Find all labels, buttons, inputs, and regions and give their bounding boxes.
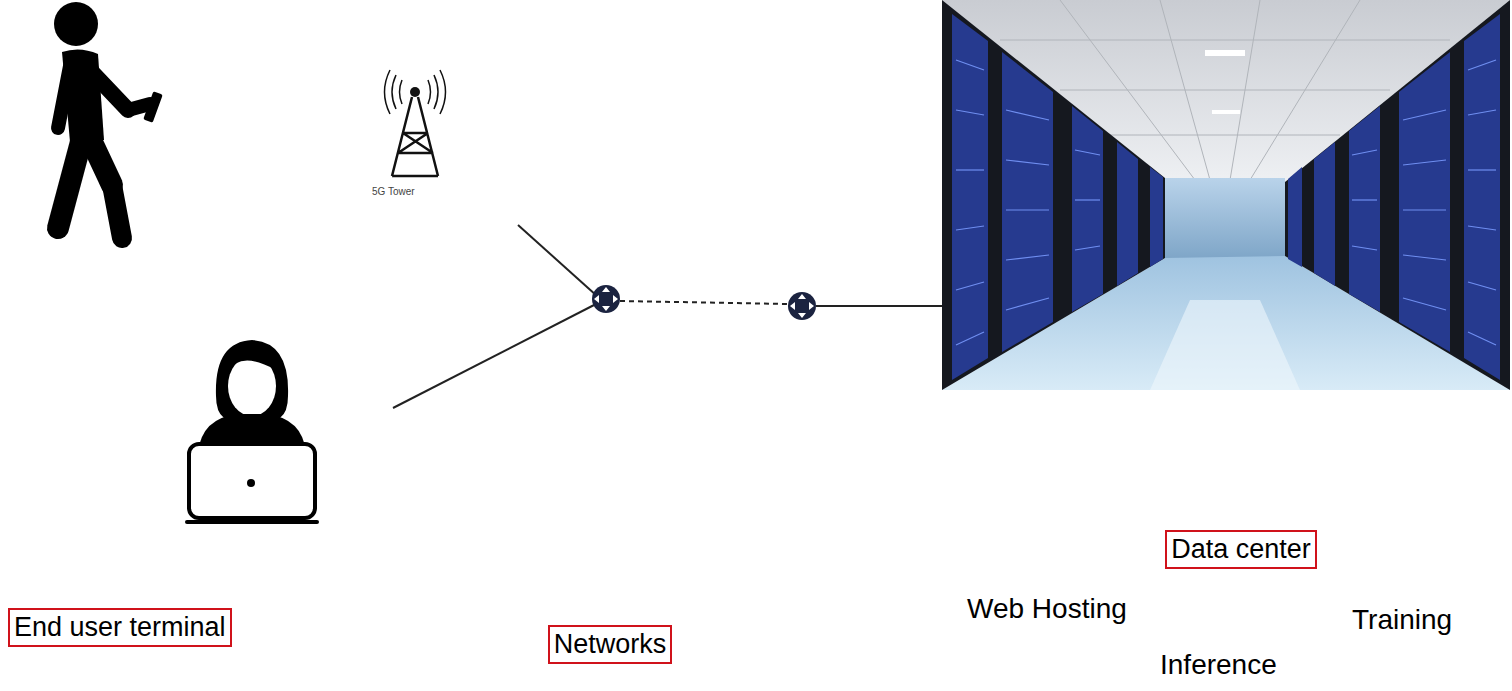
- workload-label: Inference: [1160, 648, 1277, 682]
- section-box: End user terminal: [8, 608, 232, 647]
- workload-label: Web Hosting: [967, 592, 1127, 626]
- data-center-image: [942, 0, 1510, 390]
- walking-person: [54, 2, 163, 238]
- laptop-user: [187, 340, 317, 522]
- tower-label: 5G Tower: [372, 186, 415, 198]
- network-links: [393, 225, 944, 408]
- router-icon: [592, 285, 620, 313]
- section-box: Data center: [1165, 530, 1317, 569]
- section-box: Networks: [548, 625, 673, 664]
- section-title: End user terminal: [14, 611, 226, 644]
- router-icon: [788, 292, 816, 320]
- section-title: Data center: [1171, 533, 1311, 566]
- cell-tower-icon: [385, 70, 446, 176]
- workload-label: Training: [1352, 603, 1452, 637]
- section-title: Networks: [554, 628, 667, 661]
